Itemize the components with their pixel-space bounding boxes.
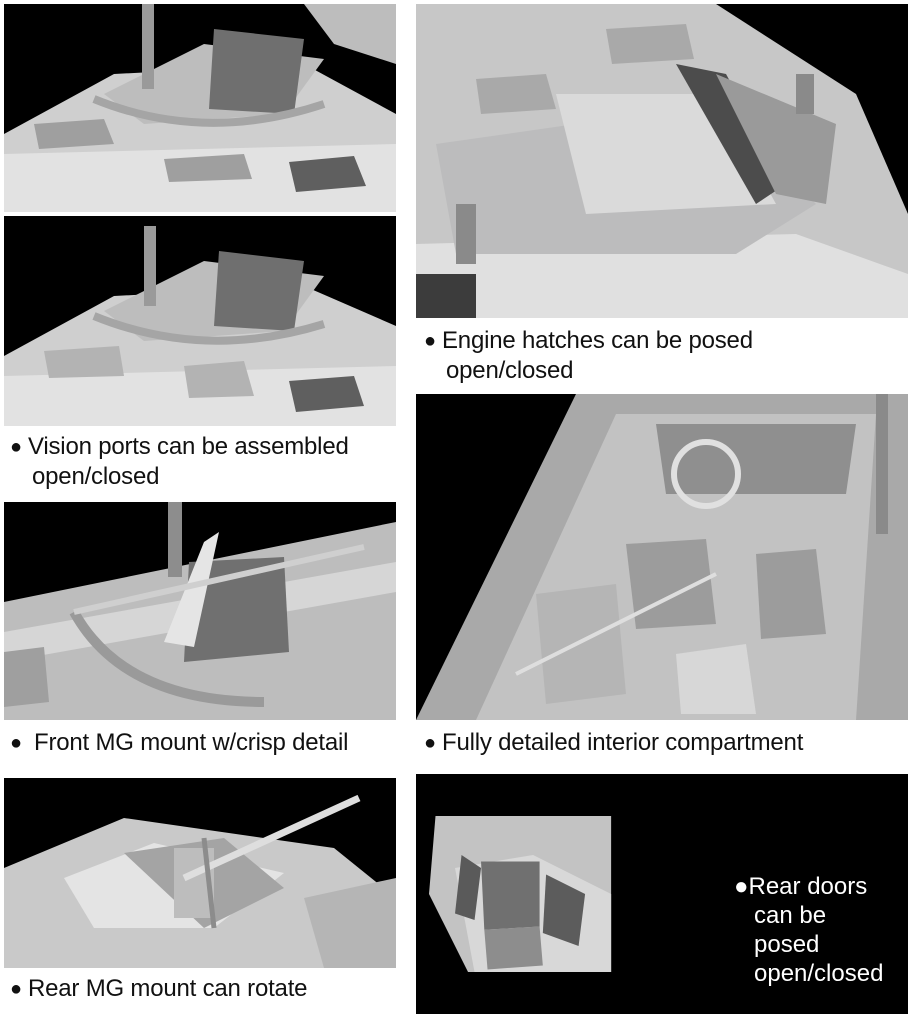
caption-text: Rear doors	[748, 873, 868, 900]
vehicle-render-image	[4, 226, 396, 426]
caption-text: Rear MG mount can rotate	[28, 975, 308, 1002]
bullet-icon: ●	[424, 732, 436, 754]
vision-ports-closed-render	[4, 216, 396, 426]
bullet-icon: ●	[10, 978, 22, 1000]
caption-text: posed	[754, 931, 820, 958]
vehicle-render-image	[416, 394, 908, 720]
caption-text: open/closed	[446, 357, 574, 384]
rear-doors-panel: ●Rear doors can be posed open/closed	[416, 774, 908, 1014]
caption-text: Engine hatches can be posed	[442, 327, 753, 354]
caption-text: open/closed	[32, 463, 160, 490]
vehicle-render-image	[4, 4, 396, 212]
rear-mg-mount-render	[4, 778, 396, 968]
front-mg-caption: ● Front MG mount w/crisp detail	[10, 728, 349, 758]
engine-hatches-render	[416, 4, 908, 318]
bullet-icon: ●	[734, 873, 749, 900]
interior-caption: ● Fully detailed interior compartment	[424, 728, 803, 758]
vehicle-render-image	[416, 4, 908, 318]
caption-text: Fully detailed interior compartment	[442, 729, 804, 756]
vision-ports-open-render	[4, 4, 396, 212]
caption-text: can be	[754, 902, 827, 929]
rear-doors-caption: ●Rear doors can be posed open/closed	[734, 872, 883, 988]
bullet-icon: ●	[10, 732, 22, 754]
vehicle-render-image	[4, 502, 396, 720]
vehicle-render-image	[4, 794, 396, 968]
caption-text: Vision ports can be assembled	[28, 433, 349, 460]
bullet-icon: ●	[424, 330, 436, 352]
vision-ports-caption: ● Vision ports can be assembled open/clos…	[10, 432, 349, 491]
front-mg-mount-render	[4, 502, 396, 720]
caption-text: open/closed	[754, 960, 884, 987]
rear-mg-caption: ● Rear MG mount can rotate	[10, 974, 308, 1004]
bullet-icon: ●	[10, 436, 22, 458]
vehicle-render-image	[429, 815, 612, 973]
interior-compartment-render	[416, 394, 908, 720]
caption-text: Front MG mount w/crisp detail	[34, 729, 349, 756]
engine-hatches-caption: ● Engine hatches can be posed open/closed	[424, 326, 753, 385]
